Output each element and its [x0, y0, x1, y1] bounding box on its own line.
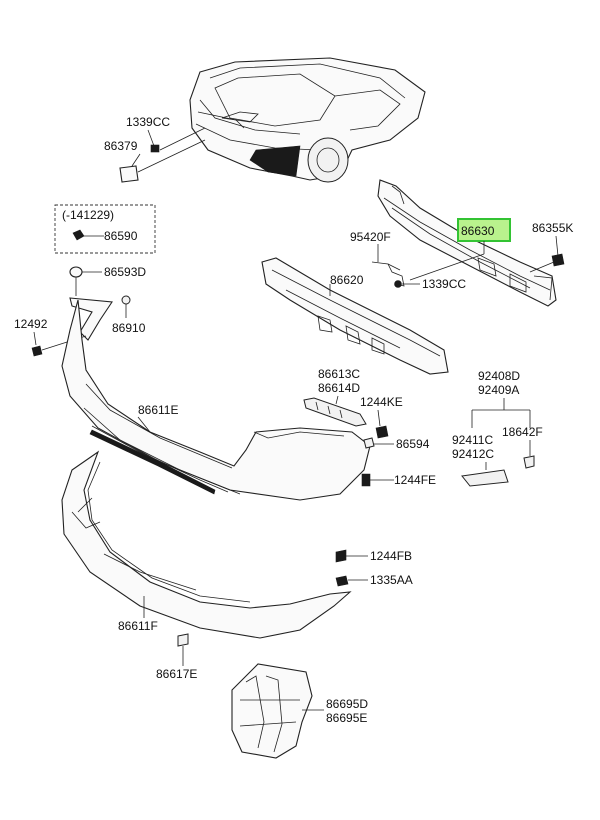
rail-86630 — [377, 179, 557, 307]
svg-text:86620: 86620 — [330, 273, 364, 287]
label-95420F: 95420F — [350, 230, 405, 287]
label-86590: 86590 — [72, 229, 138, 243]
svg-text:86630: 86630 — [461, 224, 495, 238]
label-1244FE: 1244FE — [361, 473, 436, 487]
svg-text:92411C: 92411C — [452, 433, 493, 447]
label-86617E: 86617E — [156, 633, 197, 681]
svg-text:86617E: 86617E — [156, 667, 197, 681]
vehicle-rear-illustration — [189, 57, 426, 183]
svg-text:92409A: 92409A — [478, 383, 519, 397]
svg-text:92408D: 92408D — [478, 369, 520, 383]
svg-text:86379: 86379 — [104, 139, 138, 153]
bumper-cover-86611E: 86611E — [61, 299, 371, 501]
svg-text:95420F: 95420F — [350, 230, 391, 244]
variant-note: (-141229) — [62, 208, 114, 222]
svg-text:92412C: 92412C — [452, 447, 494, 461]
svg-text:1339CC: 1339CC — [422, 277, 466, 291]
svg-text:12492: 12492 — [14, 317, 48, 331]
lower-bumper-86611F: 86611F — [61, 450, 352, 639]
svg-text:18642F: 18642F — [502, 425, 543, 439]
svg-text:1335AA: 1335AA — [370, 573, 413, 587]
svg-text:86355K: 86355K — [532, 221, 573, 235]
svg-text:86611E: 86611E — [138, 403, 178, 417]
label-86593D: 86593D — [69, 265, 146, 296]
label-86630[interactable]: 86630 — [409, 218, 511, 281]
svg-text:86695E: 86695E — [326, 711, 367, 725]
svg-text:86614D: 86614D — [318, 381, 360, 395]
svg-text:1244FB: 1244FB — [370, 549, 412, 563]
absorber-86620: 86620 — [261, 257, 449, 375]
svg-text:86611F: 86611F — [118, 619, 158, 633]
svg-text:1339CC: 1339CC — [126, 115, 170, 129]
label-86355K: 86355K — [529, 221, 573, 273]
label-1339CC-mid: 1339CC — [394, 277, 466, 291]
label-1244KE: 1244KE — [360, 395, 403, 439]
svg-text:1244FE: 1244FE — [394, 473, 436, 487]
svg-text:86613C: 86613C — [318, 367, 360, 381]
reflector-group: 92408D 92409A 92411C 92412C 18642F — [452, 369, 543, 487]
label-1339CC-top: 1339CC — [126, 115, 206, 153]
label-12492: 12492 — [14, 317, 87, 357]
dashed-variant-box — [54, 204, 156, 254]
bracket-86613C: 86613C 86614D — [303, 367, 367, 427]
label-1244FB: 1244FB — [335, 549, 412, 563]
label-1335AA: 1335AA — [335, 573, 413, 587]
svg-text:86695D: 86695D — [326, 697, 368, 711]
label-86379: 86379 — [104, 139, 206, 183]
skid-plate-86695: 86695D 86695E — [231, 663, 368, 759]
svg-text:86910: 86910 — [112, 321, 146, 335]
svg-text:1244KE: 1244KE — [360, 395, 403, 409]
svg-text:86593D: 86593D — [104, 265, 146, 279]
bracket-86910: 86910 — [69, 295, 146, 341]
label-86594: 86594 — [363, 437, 430, 451]
svg-text:86590: 86590 — [104, 229, 138, 243]
svg-text:86594: 86594 — [396, 437, 430, 451]
